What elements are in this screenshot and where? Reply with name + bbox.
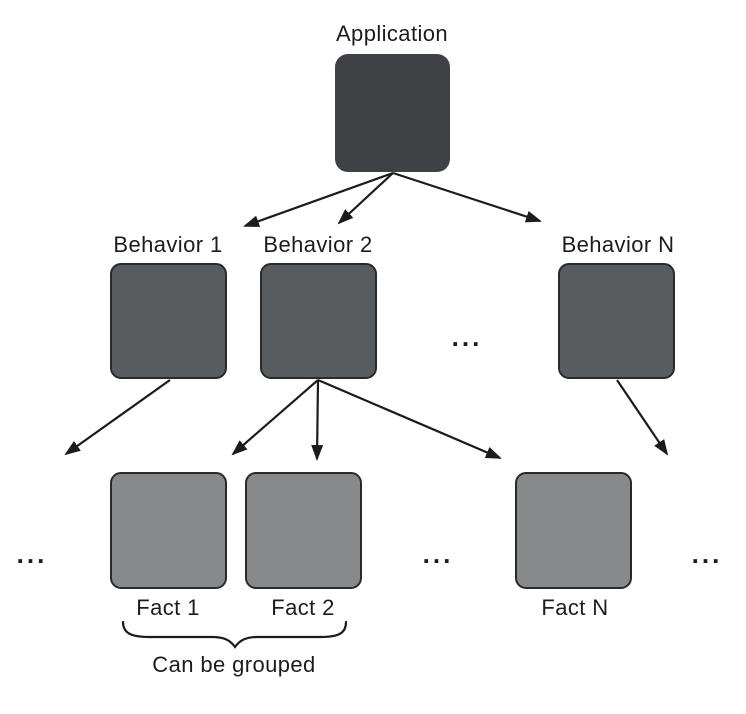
- behaviorN-node: [558, 263, 675, 379]
- behavior2-node: [260, 263, 377, 379]
- arrow-behaviorN-to-more-facts: [616, 379, 669, 456]
- arrow-application-to-behaviorN: [392, 171, 542, 223]
- fact2-node: [245, 472, 362, 589]
- factN-node: [515, 472, 632, 589]
- fact2-label: Fact 2: [271, 595, 335, 620]
- arrow-behavior1-to-more-facts: [64, 379, 171, 456]
- application-label: Application: [335, 21, 449, 46]
- arrow-behavior2-to-fact1: [231, 379, 319, 456]
- factN-label: Fact N: [541, 595, 609, 620]
- arrow-application-to-behavior2: [337, 172, 394, 225]
- fact-row-middle-ellipsis: ...: [422, 539, 454, 569]
- behavior-row-ellipsis: ...: [451, 322, 483, 352]
- behavior1-node: [110, 263, 227, 379]
- arrow-behavior2-to-factN: [317, 378, 502, 460]
- fact1-label: Fact 1: [136, 595, 200, 620]
- arrow-application-to-behavior1: [243, 171, 394, 228]
- fact1-node: [110, 472, 227, 589]
- fact-row-right-ellipsis: ...: [691, 539, 723, 569]
- application-node: [335, 54, 450, 172]
- behavior1-label: Behavior 1: [113, 232, 223, 257]
- behaviorN-label: Behavior N: [561, 232, 675, 257]
- arrow-behavior2-to-fact2: [311, 379, 324, 461]
- fact-row-left-ellipsis: ...: [16, 539, 48, 569]
- can-be-grouped-label: Can be grouped: [152, 652, 316, 677]
- group-brace: [121, 620, 348, 649]
- behavior2-label: Behavior 2: [263, 232, 373, 257]
